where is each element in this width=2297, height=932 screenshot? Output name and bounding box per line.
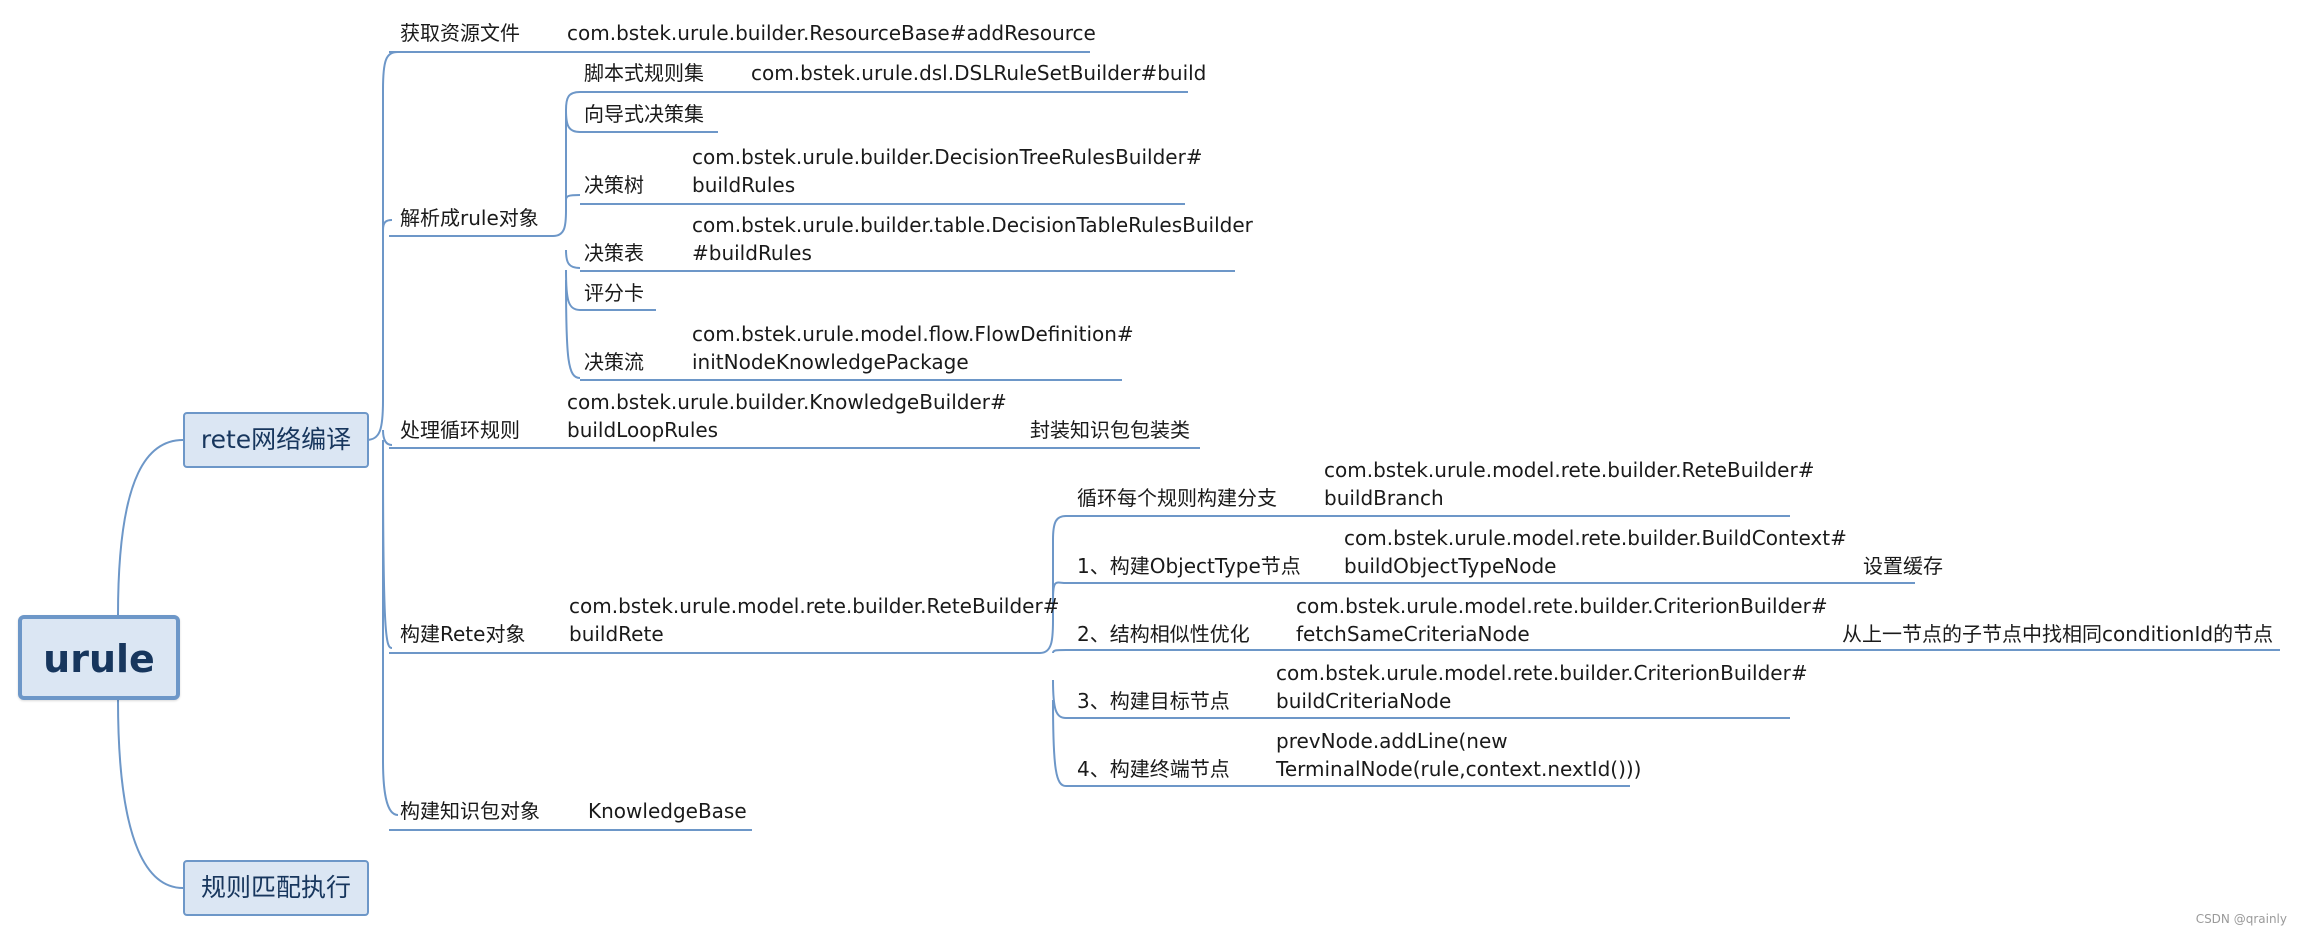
node-step-terminal[interactable]: 4、构建终端节点 xyxy=(1077,757,1230,781)
node-step-terminal-detail-1: prevNode.addLine(new xyxy=(1276,729,1508,753)
node-build-rete-detail-2: buildRete xyxy=(569,622,664,646)
connector-root-exec xyxy=(117,699,184,889)
node-build-rete-detail-1: com.bstek.urule.model.rete.builder.ReteB… xyxy=(569,594,1060,618)
node-knowledge-package[interactable]: 构建知识包对象 xyxy=(400,799,540,823)
node-decision-table[interactable]: 决策表 xyxy=(584,241,644,265)
node-step-similarity-detail-1: com.bstek.urule.model.rete.builder.Crite… xyxy=(1296,594,1828,618)
node-step-terminal-detail-2: TerminalNode(rule,context.nextId())) xyxy=(1276,757,1642,781)
node-step-target-detail-2: buildCriteriaNode xyxy=(1276,689,1452,713)
node-get-resource-detail: com.bstek.urule.builder.ResourceBase#add… xyxy=(567,21,1096,45)
node-step-similarity-detail-2: fetchSameCriteriaNode xyxy=(1296,622,1530,646)
node-step-similarity[interactable]: 2、结构相似性优化 xyxy=(1077,622,1250,646)
node-decision-tree-detail-1: com.bstek.urule.builder.DecisionTreeRule… xyxy=(692,145,1203,169)
node-get-resource[interactable]: 获取资源文件 xyxy=(400,21,520,45)
node-step-target-detail-1: com.bstek.urule.model.rete.builder.Crite… xyxy=(1276,661,1808,685)
branch-rete-compile[interactable]: rete网络编译 xyxy=(183,412,369,468)
node-find-condition[interactable]: 从上一节点的子节点中找相同conditionId的节点 xyxy=(1842,622,2274,646)
node-step-branch-detail-2: buildBranch xyxy=(1324,486,1444,510)
node-script-ruleset[interactable]: 脚本式规则集 xyxy=(584,61,704,85)
connector-root-rete xyxy=(117,439,184,616)
node-loop-detail-2: buildLoopRules xyxy=(567,418,719,442)
watermark-credit: CSDN @qrainly xyxy=(2195,912,2287,926)
node-step-objecttype-detail-1: com.bstek.urule.model.rete.builder.Build… xyxy=(1344,526,1847,550)
node-step-branch[interactable]: 循环每个规则构建分支 xyxy=(1077,486,1277,510)
connector-rete-children xyxy=(365,51,399,816)
node-decision-table-detail-2: #buildRules xyxy=(692,241,812,265)
node-decision-flow-detail-1: com.bstek.urule.model.flow.FlowDefinitio… xyxy=(692,322,1134,346)
node-decision-table-detail-1: com.bstek.urule.builder.table.DecisionTa… xyxy=(692,213,1253,237)
node-wizard-decision[interactable]: 向导式决策集 xyxy=(584,102,704,126)
node-parse-rule[interactable]: 解析成rule对象 xyxy=(400,206,539,230)
node-script-ruleset-detail: com.bstek.urule.dsl.DSLRuleSetBuilder#bu… xyxy=(751,61,1207,85)
node-scorecard[interactable]: 评分卡 xyxy=(584,281,644,305)
node-loop-rules[interactable]: 处理循环规则 xyxy=(400,418,520,442)
node-decision-tree[interactable]: 决策树 xyxy=(584,173,644,197)
node-loop-detail-1: com.bstek.urule.builder.KnowledgeBuilder… xyxy=(567,390,1007,414)
node-step-target[interactable]: 3、构建目标节点 xyxy=(1077,689,1230,713)
node-decision-flow-detail-2: initNodeKnowledgePackage xyxy=(692,350,969,374)
node-build-rete[interactable]: 构建Rete对象 xyxy=(400,622,526,646)
node-step-branch-detail-1: com.bstek.urule.model.rete.builder.ReteB… xyxy=(1324,458,1815,482)
branch-rule-execute[interactable]: 规则匹配执行 xyxy=(183,860,369,916)
connector-rete-steps xyxy=(1039,515,1067,787)
connector-parse-children xyxy=(552,91,581,379)
node-knowledge-base: KnowledgeBase xyxy=(588,799,747,823)
node-step-objecttype[interactable]: 1、构建ObjectType节点 xyxy=(1077,554,1301,578)
node-loop-note[interactable]: 封装知识包包装类 xyxy=(1030,418,1190,442)
node-set-cache[interactable]: 设置缓存 xyxy=(1863,554,1943,578)
root-node[interactable]: urule xyxy=(18,615,180,700)
node-step-objecttype-detail-2: buildObjectTypeNode xyxy=(1344,554,1557,578)
node-decision-flow[interactable]: 决策流 xyxy=(584,350,644,374)
node-decision-tree-detail-2: buildRules xyxy=(692,173,796,197)
